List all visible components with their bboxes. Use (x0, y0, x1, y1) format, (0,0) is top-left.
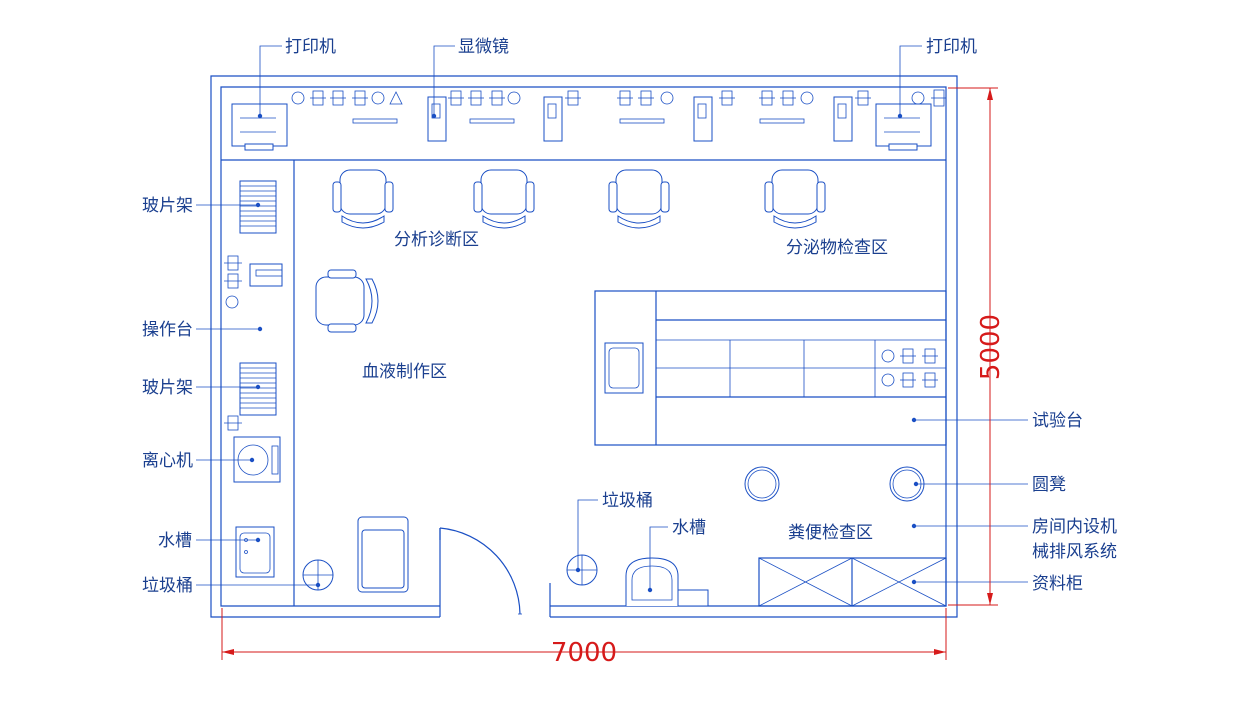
label-trash-mid: 垃圾桶 (602, 491, 653, 511)
dimension-height-label: 5000 (976, 314, 1006, 380)
label-slide-rack-top: 玻片架 (142, 196, 193, 216)
label-secretion-zone: 分泌物检查区 (786, 238, 888, 258)
dimension-labels: 7000 5000 (551, 314, 1006, 668)
label-ventilation-line2: 械排风系统 (1032, 542, 1117, 562)
tube-racks (291, 89, 946, 107)
label-microscope: 显微镜 (458, 37, 509, 57)
label-analysis-zone: 分析诊断区 (394, 230, 479, 250)
left-counter-items (224, 255, 283, 431)
chairs-analysis (332, 169, 826, 229)
printer-left (231, 103, 288, 151)
microscopes (427, 96, 853, 142)
label-workbench: 操作台 (142, 320, 193, 340)
label-round-stool: 圆凳 (1032, 475, 1066, 495)
chair-blood-zone (315, 269, 379, 333)
dimension-width-label: 7000 (551, 638, 617, 668)
leader-lines (196, 45, 1028, 593)
label-ventilation-line1: 房间内设机 (1032, 517, 1117, 537)
dimension-width (221, 608, 947, 660)
sink-mid (625, 557, 709, 607)
label-trash-left: 垃圾桶 (142, 576, 193, 596)
label-file-cabinet: 资料柜 (1032, 574, 1083, 594)
counter-trays (352, 118, 805, 124)
armchair-bottom (357, 516, 409, 593)
label-slide-rack-bottom: 玻片架 (142, 378, 193, 398)
round-stools (744, 466, 925, 502)
label-sink-left: 水槽 (158, 531, 192, 551)
label-test-bench: 试验台 (1032, 411, 1083, 431)
label-printer-right: 打印机 (926, 37, 977, 57)
centrifuge (233, 436, 281, 483)
test-bench (594, 290, 947, 446)
printer-right (875, 103, 932, 151)
trash-mid (566, 554, 598, 586)
dimension-height (948, 87, 998, 606)
door (439, 527, 522, 615)
trash-left (302, 559, 334, 591)
label-printer-left: 打印机 (285, 37, 336, 57)
labels: 打印机 显微镜 打印机 玻片架 操作台 玻片架 离心机 水槽 垃圾桶 垃圾桶 水… (142, 37, 1117, 596)
label-stool-zone: 粪便检查区 (788, 523, 873, 543)
label-centrifuge: 离心机 (142, 451, 193, 471)
label-blood-zone: 血液制作区 (362, 362, 447, 382)
sink-left (235, 526, 275, 578)
label-sink-mid: 水槽 (672, 518, 706, 538)
